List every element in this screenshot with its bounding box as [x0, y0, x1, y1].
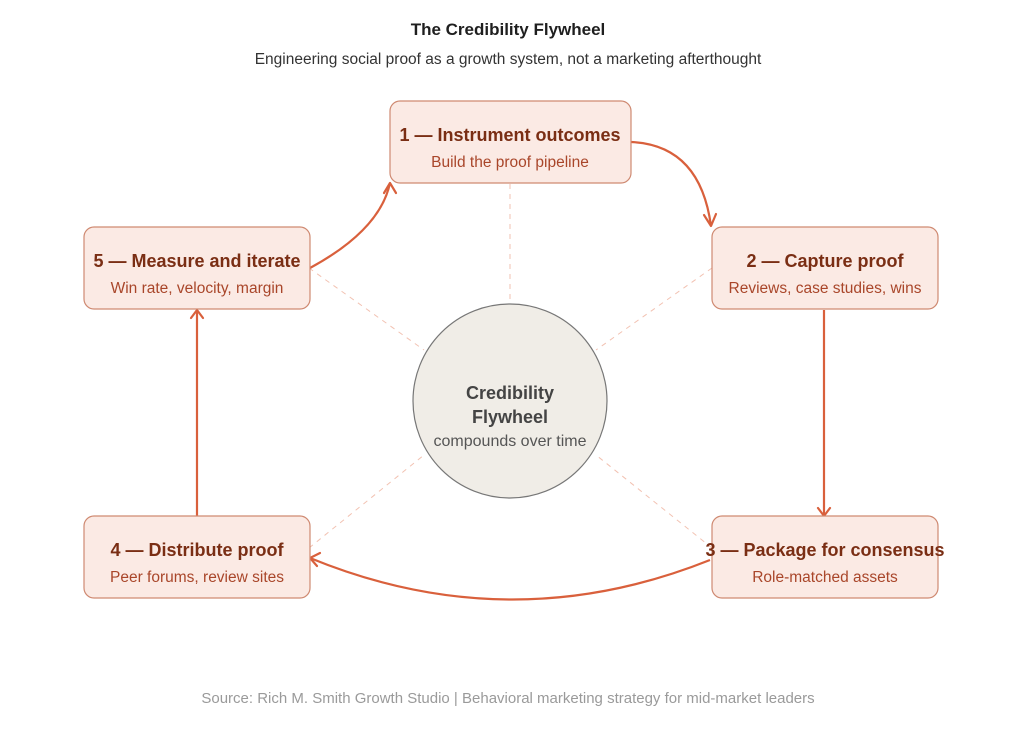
arrow-1-to-2: [630, 140, 713, 227]
diagram-title: The Credibility Flywheel: [410, 20, 606, 39]
hub[interactable]: Credibility Flywheel compounds over time: [412, 303, 608, 499]
node-package-for-consensus[interactable]: 3 — Package for consensus Role-matched a…: [705, 515, 945, 599]
node-2-box[interactable]: [711, 226, 939, 310]
node-2-title: 2 — Capture proof: [746, 251, 904, 271]
node-measure-and-iterate[interactable]: 5 — Measure and iterate Win rate, veloci…: [83, 226, 311, 310]
hub-title-line2: Flywheel: [472, 407, 548, 427]
diagram-subtitle: Engineering social proof as a growth sys…: [254, 51, 762, 68]
node-5-box[interactable]: [83, 226, 311, 310]
spoke-4: [308, 454, 425, 549]
spoke-3: [595, 454, 713, 549]
node-4-box[interactable]: [83, 515, 311, 599]
hub-subtitle: compounds over time: [434, 433, 587, 450]
source-note: Source: Rich M. Smith Growth Studio | Be…: [201, 690, 815, 707]
node-3-subtitle: Role-matched assets: [752, 569, 898, 586]
node-distribute-proof[interactable]: 4 — Distribute proof Peer forums, review…: [83, 515, 311, 599]
arrowhead-5: [189, 308, 205, 320]
node-1-box[interactable]: [389, 100, 632, 184]
node-1-subtitle: Build the proof pipeline: [431, 154, 589, 171]
arrow-5-to-1: [309, 182, 392, 269]
hub-circle[interactable]: [412, 303, 608, 499]
node-2-subtitle: Reviews, case studies, wins: [729, 280, 922, 297]
arrow-3-to-4: [309, 556, 711, 601]
arrowhead-1: [382, 181, 398, 195]
spoke-5: [308, 267, 425, 351]
node-instrument-outcomes[interactable]: 1 — Instrument outcomes Build the proof …: [389, 100, 632, 184]
node-4-title: 4 — Distribute proof: [110, 540, 284, 560]
node-4-subtitle: Peer forums, review sites: [110, 569, 284, 586]
node-5-title: 5 — Measure and iterate: [93, 251, 300, 271]
spokes: [308, 184, 713, 549]
node-3-box[interactable]: [711, 515, 939, 599]
node-3-title: 3 — Package for consensus: [705, 540, 944, 560]
arrowhead-2: [702, 212, 718, 228]
node-1-title: 1 — Instrument outcomes: [399, 125, 620, 145]
hub-title-line1: Credibility: [466, 383, 554, 403]
node-5-subtitle: Win rate, velocity, margin: [111, 280, 284, 297]
spoke-2: [595, 267, 713, 351]
node-capture-proof[interactable]: 2 — Capture proof Reviews, case studies,…: [711, 226, 939, 310]
